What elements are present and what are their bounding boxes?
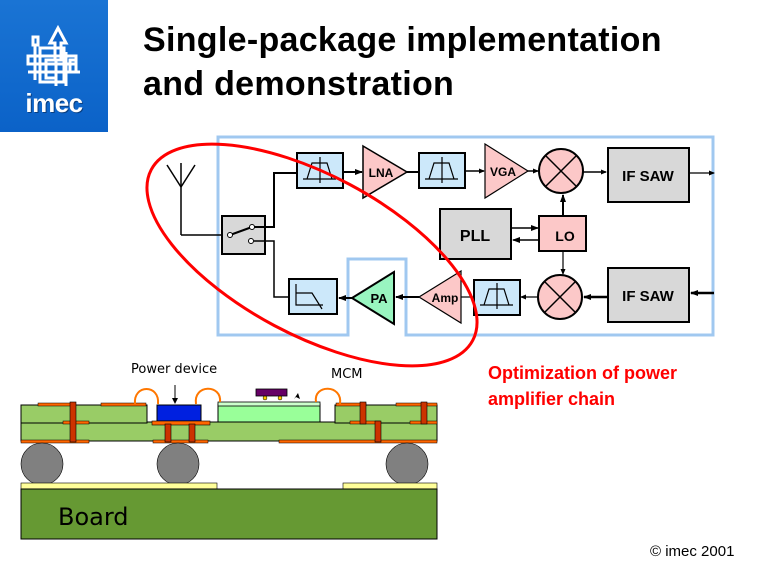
optimization-note: Optimization of power amplifier chain: [488, 360, 677, 412]
rx-bandpass-filter-2: [418, 152, 466, 189]
mcm-label: MCM: [331, 367, 363, 382]
tx-lowpass-filter: [288, 278, 338, 315]
copyright: © imec 2001: [650, 543, 735, 560]
power-device-die: [156, 404, 202, 422]
lna-amplifier: LNA: [362, 144, 409, 200]
note-line-2: amplifier chain: [488, 389, 616, 409]
pll-block: PLL: [439, 208, 512, 260]
vga-amplifier: VGA: [484, 142, 530, 200]
solder-ball: [156, 442, 200, 486]
package-cross-section: [20, 385, 438, 540]
board: [20, 488, 438, 540]
imec-building-arrow-icon: [26, 24, 80, 86]
pa-label: PA: [370, 291, 388, 306]
title-line-2: and demonstration: [143, 65, 455, 103]
antenna-icon: [166, 163, 230, 236]
power-amplifier: PA: [350, 270, 395, 326]
tr-switch: [221, 215, 266, 255]
amp-label: Amp: [432, 291, 459, 305]
if-saw-bottom-label: IF SAW: [622, 288, 675, 305]
solder-ball: [385, 442, 429, 486]
driver-amplifier: Amp: [417, 269, 462, 325]
if-saw-top-label: IF SAW: [622, 168, 675, 185]
mcm-chip: [255, 388, 288, 397]
tx-bandpass-filter: [473, 279, 521, 316]
highlight-ellipse: [145, 142, 479, 368]
if-saw-top: IF SAW: [607, 147, 690, 203]
imec-logo: imec: [0, 0, 108, 132]
slide-title: Single-package implementation and demons…: [143, 18, 662, 106]
power-device-label: Power device: [131, 362, 218, 377]
package-outline: [216, 135, 715, 337]
lo-label: LO: [555, 228, 575, 244]
title-line-1: Single-package implementation: [143, 21, 662, 59]
vga-label: VGA: [490, 165, 516, 179]
lo-block: LO: [538, 215, 587, 252]
if-saw-bottom: IF SAW: [607, 267, 690, 323]
lna-label: LNA: [369, 166, 394, 180]
tx-mixer: [537, 274, 583, 320]
pll-label: PLL: [460, 228, 490, 245]
solder-ball: [20, 442, 64, 486]
board-label: Board: [58, 503, 129, 531]
rx-mixer: [538, 148, 584, 194]
note-line-1: Optimization of power: [488, 363, 677, 383]
logo-text: imec: [25, 88, 83, 118]
